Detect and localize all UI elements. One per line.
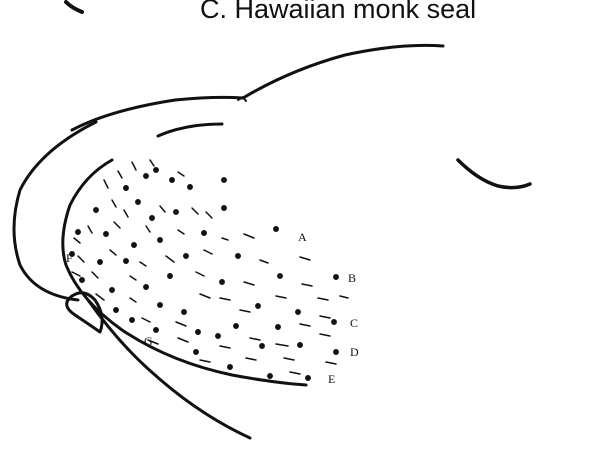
figure-title: C. Hawaiian monk seal bbox=[200, 0, 476, 25]
vibrissae-pattern bbox=[70, 160, 348, 380]
row-label-a: A bbox=[298, 230, 307, 244]
inner-muzzle-outline bbox=[63, 160, 306, 385]
corner-fragment bbox=[66, 2, 82, 12]
brow-fold bbox=[158, 124, 222, 136]
row-label-f: F bbox=[66, 251, 73, 265]
outer-muzzle-outline bbox=[14, 122, 96, 300]
row-label-d: D bbox=[350, 345, 359, 359]
row-label-e: E bbox=[328, 372, 335, 386]
row-label-g: G bbox=[144, 334, 153, 348]
row-labels: A B C D E F G bbox=[66, 230, 359, 386]
lower-jaw-outline bbox=[88, 300, 250, 438]
row-label-c: C bbox=[350, 316, 358, 330]
eye-outline bbox=[458, 160, 530, 188]
row-label-b: B bbox=[348, 271, 356, 285]
head-outline bbox=[72, 45, 443, 130]
